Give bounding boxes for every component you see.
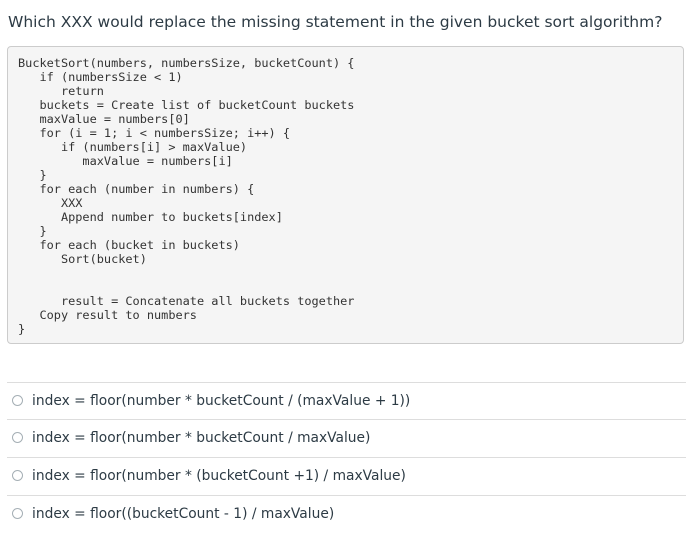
code-line: if (numbersSize < 1) (18, 70, 183, 84)
answer-option[interactable]: index = floor(number * (bucketCount +1) … (7, 457, 686, 495)
answer-option[interactable]: index = floor(number * bucketCount / max… (7, 419, 686, 457)
radio-button[interactable] (12, 432, 23, 443)
code-line: } (18, 168, 47, 182)
code-line: if (numbers[i] > maxValue) (18, 140, 248, 154)
code-line: maxValue = numbers[0] (18, 112, 190, 126)
code-line: for each (number in numbers) { (18, 182, 255, 196)
answer-label[interactable]: index = floor(number * bucketCount / max… (32, 430, 371, 446)
answer-label[interactable]: index = floor(number * bucketCount / (ma… (32, 393, 411, 409)
code-line: Append number to buckets[index] (18, 210, 283, 224)
radio-button[interactable] (12, 508, 23, 519)
code-line: buckets = Create list of bucketCount buc… (18, 98, 355, 112)
answer-list: index = floor(number * bucketCount / (ma… (7, 382, 686, 533)
code-line: return (18, 84, 104, 98)
code-line: } (18, 224, 47, 238)
code-line: result = Concatenate all buckets togethe… (18, 294, 355, 308)
code-line: } (18, 322, 26, 336)
question-text: Which XXX would replace the missing stat… (8, 13, 663, 31)
answer-option[interactable]: index = floor((bucketCount - 1) / maxVal… (7, 495, 686, 533)
answer-label[interactable]: index = floor((bucketCount - 1) / maxVal… (32, 506, 335, 522)
code-block: BucketSort(numbers, numbersSize, bucketC… (7, 46, 684, 344)
answer-option[interactable]: index = floor(number * bucketCount / (ma… (7, 382, 686, 419)
code-line: maxValue = numbers[i] (18, 154, 233, 168)
code-line: for (i = 1; i < numbersSize; i++) { (18, 126, 291, 140)
answer-label[interactable]: index = floor(number * (bucketCount +1) … (32, 468, 406, 484)
code-line: BucketSort(numbers, numbersSize, bucketC… (18, 56, 355, 70)
code-line: Copy result to numbers (18, 308, 197, 322)
code-line: Sort(bucket) (18, 252, 147, 266)
radio-button[interactable] (12, 395, 23, 406)
radio-button[interactable] (12, 470, 23, 481)
code-line: for each (bucket in buckets) (18, 238, 240, 252)
code-line: XXX (18, 196, 83, 210)
